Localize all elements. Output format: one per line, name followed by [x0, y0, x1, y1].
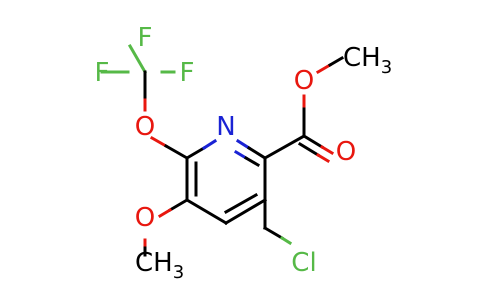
bond-ch2-cl — [262, 225, 285, 241]
bond-o-c6 — [163, 143, 190, 161]
ch3-ester-sub: 3 — [381, 57, 392, 78]
bond-o-c6-red — [149, 135, 169, 149]
ch3-methoxy-sub: 3 — [173, 262, 184, 283]
ch3-ester-main: CH — [343, 43, 381, 73]
bond-carbonyl-o-double-b — [297, 141, 321, 158]
atom-f1: F — [138, 23, 153, 53]
bond-n-c2-double — [243, 155, 261, 168]
atom-f2: F — [95, 58, 110, 88]
group-ch3-ester: CH3 — [343, 43, 392, 78]
atom-n-ring: N — [216, 112, 235, 142]
atom-o-methoxy: O — [135, 203, 155, 233]
atom-f3: F — [180, 58, 195, 88]
bond-c6-n — [184, 145, 207, 161]
atom-o-ester-single: O — [294, 66, 314, 96]
bond-o-ch3-red — [315, 62, 333, 75]
bond-ch2-cl-green — [279, 235, 293, 246]
bond-carbonyl-o-double-b-red — [315, 152, 331, 164]
bond-carbonyl-o-double-a-red — [319, 144, 335, 156]
atom-o-ester-double: O — [336, 137, 356, 167]
bond-c5-o-red — [157, 207, 173, 219]
bond-carbonyl-o-double-a — [301, 133, 325, 150]
bond-n-c2-double-blue — [233, 149, 249, 161]
bond-o-ch3 — [327, 55, 345, 68]
ch3-methoxy-main: CH — [135, 248, 173, 278]
atom-cl: Cl — [291, 248, 316, 278]
bond-c3-c4-double — [223, 192, 259, 215]
group-ch3-methoxy: CH3 — [135, 248, 184, 283]
bond-c3-c4 — [223, 197, 268, 226]
bond-c2-carbonyl — [262, 133, 307, 161]
bond-n-c2-blue — [235, 138, 252, 151]
bond-c4-c5 — [184, 197, 229, 226]
atom-o-ether: O — [135, 112, 155, 142]
bond-n-c2 — [246, 145, 268, 161]
bond-c6-n-blue — [201, 138, 218, 151]
bond-f1-c — [127, 43, 148, 75]
bond-c5-o — [167, 197, 190, 213]
